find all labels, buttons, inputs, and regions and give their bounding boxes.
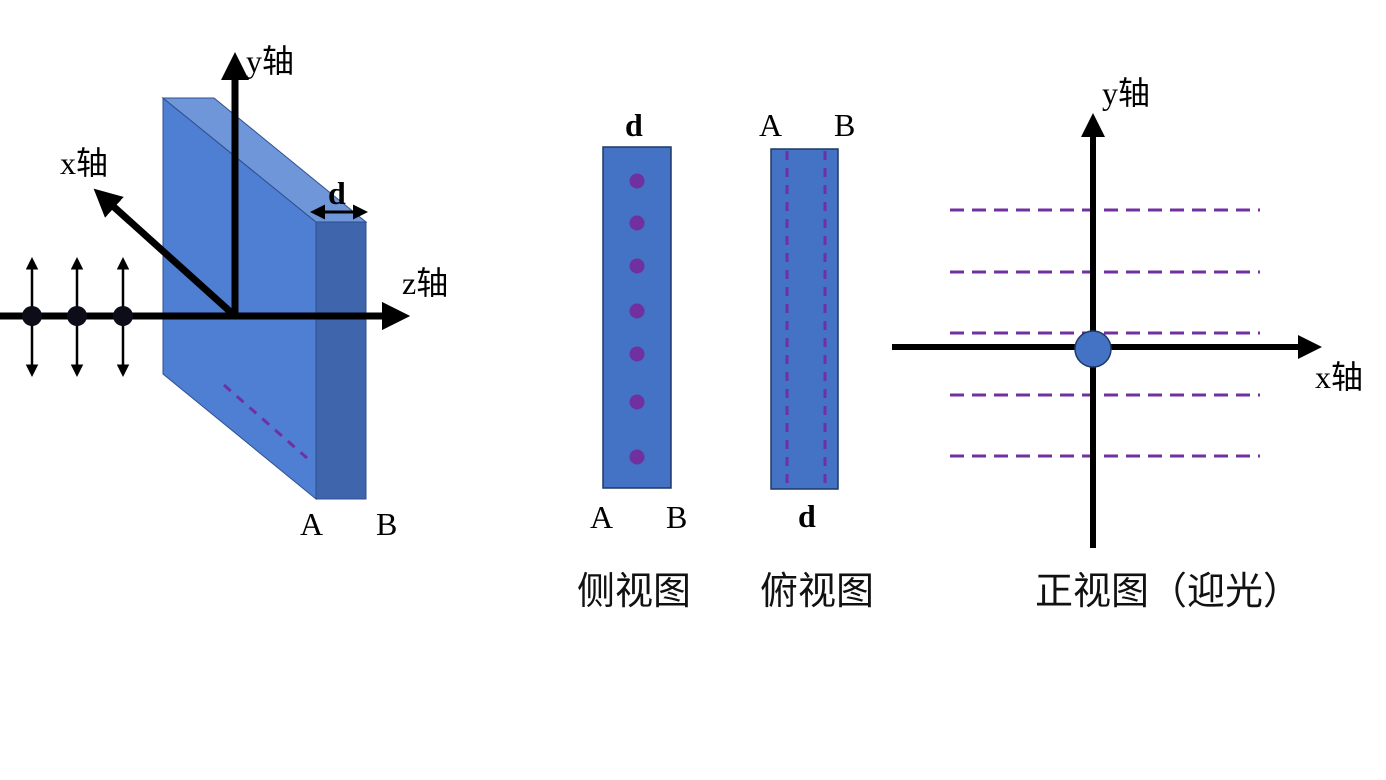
thickness-label: d <box>328 175 346 211</box>
face-label-b: B <box>376 506 397 542</box>
perspective-view: y轴 x轴 z轴 d A B <box>0 43 448 542</box>
side-view-label-a: A <box>590 499 613 535</box>
light-point <box>67 306 87 326</box>
top-view-caption: 俯视图 <box>760 569 874 613</box>
side-view-caption: 侧视图 <box>577 569 691 613</box>
light-point <box>22 306 42 326</box>
field-line-dashed <box>223 383 308 460</box>
top-view-label-b: B <box>834 107 855 143</box>
x-axis-label: x轴 <box>60 145 108 181</box>
front-view-caption: 正视图（迎光） <box>1035 569 1301 613</box>
front-view: y轴 x轴 正视图（迎光） <box>892 75 1363 613</box>
light-spot <box>1074 330 1112 368</box>
top-view: A B d 俯视图 <box>759 107 874 613</box>
top-view-slab <box>770 148 839 490</box>
side-view-d-label: d <box>625 107 643 143</box>
polarization-indicators <box>22 257 133 377</box>
y-axis-label: y轴 <box>246 43 294 79</box>
field-dots <box>629 173 645 465</box>
top-view-d-label: d <box>798 498 816 534</box>
slab-side-face <box>315 221 367 500</box>
top-view-label-a: A <box>759 107 782 143</box>
side-view-label-b: B <box>666 499 687 535</box>
side-view: d A B 侧视图 <box>577 107 691 613</box>
front-x-axis-label: x轴 <box>1315 359 1363 395</box>
light-point <box>113 306 133 326</box>
front-y-axis-label: y轴 <box>1102 75 1150 111</box>
x-axis <box>93 188 238 319</box>
face-label-a: A <box>300 506 323 542</box>
z-axis-label: z轴 <box>402 265 448 301</box>
field-lines <box>950 208 1260 458</box>
